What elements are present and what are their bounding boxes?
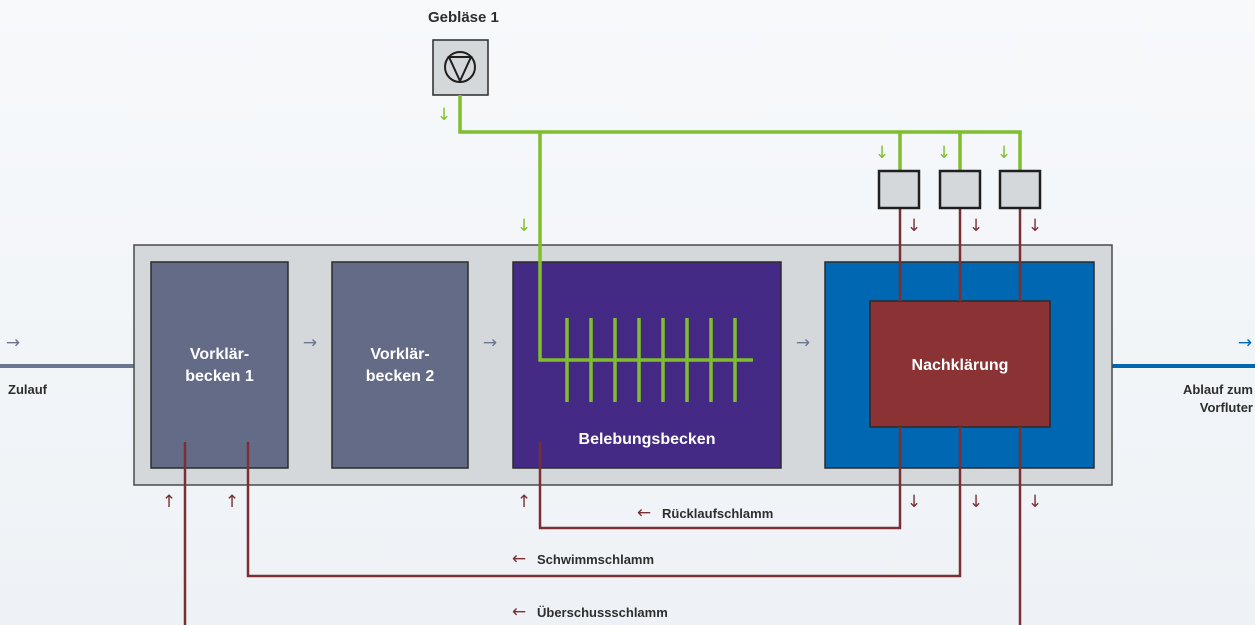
arrow-down-icon: ↓ <box>874 143 890 163</box>
vorklaerbecken-2 <box>331 261 469 469</box>
vorklaerbecken-1 <box>150 261 289 469</box>
nachklaerung-label: Nachklärung <box>911 357 1009 374</box>
blower-icon-wedge <box>447 56 473 84</box>
arrow-down-icon: ↓ <box>968 492 984 512</box>
scraper-box-2 <box>938 169 982 210</box>
outflow-label: Ablauf zum Vorfluter <box>1182 382 1253 415</box>
arrow-down-icon: ↓ <box>968 216 984 236</box>
arrow-right-icon: → <box>1237 333 1253 353</box>
arrow-down-icon: ↓ <box>906 216 922 236</box>
sludge-lines <box>183 208 1022 625</box>
arrow-down-icon: ↓ <box>936 143 952 163</box>
arrow-up-icon: ↑ <box>161 492 177 512</box>
arrow-right-icon: → <box>302 333 318 353</box>
vorklaerbecken-1-label: Vorklär- becken 1 <box>185 346 254 385</box>
scraper-box-3 <box>998 169 1042 210</box>
arrow-up-icon: ↑ <box>224 492 240 512</box>
arrow-down-icon: ↓ <box>996 143 1012 163</box>
arrow-down-icon: ↓ <box>906 492 922 512</box>
arrow-left-icon: ← <box>511 549 527 569</box>
arrow-down-icon: ↓ <box>516 216 532 236</box>
blower-label: Gebläse 1 <box>428 9 499 26</box>
arrow-right-icon: → <box>5 333 21 353</box>
arrow-down-icon: ↓ <box>436 105 452 125</box>
ueberschussschlamm-label: Überschussschlamm <box>537 605 668 620</box>
arrow-left-icon: ← <box>511 602 527 622</box>
vorklaerbecken-2-label: Vorklär- becken 2 <box>365 346 435 385</box>
inflow-label: Zulauf <box>8 382 47 397</box>
arrow-up-icon: ↑ <box>516 492 532 512</box>
ruecklaufschlamm-label: Rücklaufschlamm <box>662 506 774 521</box>
arrow-right-icon: → <box>482 333 498 353</box>
arrow-left-icon: ← <box>636 503 652 523</box>
arrow-down-icon: ↓ <box>1027 492 1043 512</box>
arrow-down-icon: ↓ <box>1027 216 1043 236</box>
blower-box <box>432 39 489 96</box>
schwimmschlamm-label: Schwimmschlamm <box>537 552 655 567</box>
belebungsbecken-label: Belebungsbecken <box>578 431 716 448</box>
arrow-right-icon: → <box>795 333 811 353</box>
air-supply-lines <box>458 95 1022 402</box>
scraper-box-1 <box>877 169 921 210</box>
